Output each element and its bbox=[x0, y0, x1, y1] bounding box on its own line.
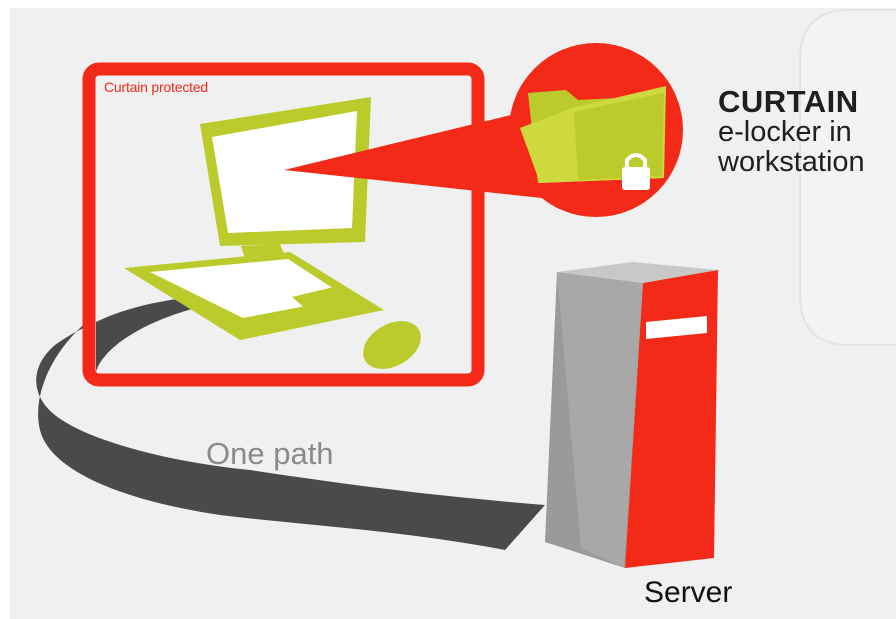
brand-subtitle: e-locker in workstation bbox=[718, 116, 865, 178]
keyboard-icon bbox=[124, 252, 384, 340]
padlock-icon bbox=[622, 153, 650, 190]
protected-zone-label: Curtain protected bbox=[104, 79, 208, 95]
one-path-band bbox=[36, 288, 545, 550]
info-card bbox=[799, 9, 896, 346]
mouse-icon bbox=[363, 321, 421, 369]
product-title-block: CURTAIN e-locker in workstation bbox=[718, 84, 865, 178]
server-tower-icon bbox=[545, 262, 718, 568]
path-label: One path bbox=[206, 436, 334, 471]
brand-name: CURTAIN bbox=[718, 84, 859, 119]
path-inner-segment bbox=[96, 296, 212, 372]
callout-wedge bbox=[284, 108, 560, 200]
server-label: Server bbox=[644, 576, 733, 609]
